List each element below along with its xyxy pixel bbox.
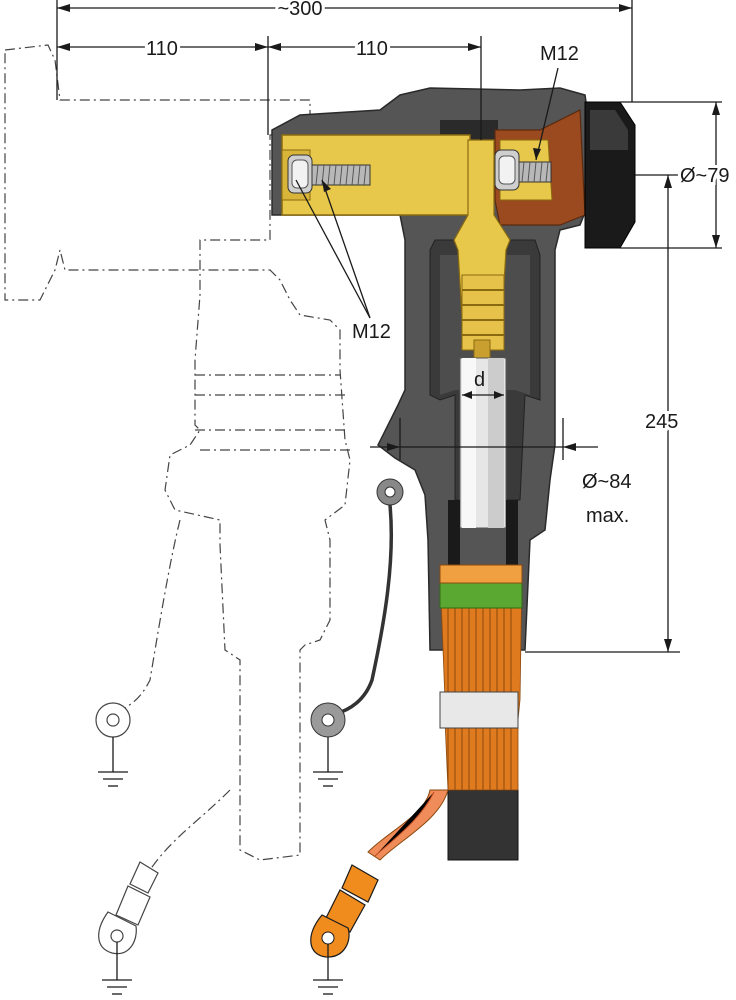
dim-diameter-body-note: max. <box>586 505 629 527</box>
dimensions <box>56 0 722 653</box>
dim-left-span-label: 110 <box>146 38 178 60</box>
earth-lead-grey <box>310 478 404 787</box>
callout-bolt-left: M12 <box>352 321 391 343</box>
callout-bolt-right: M12 <box>540 43 579 65</box>
right-bolt <box>494 149 552 191</box>
dim-right-span-label: 110 <box>356 38 388 60</box>
dim-overall-width-label: ~300 <box>277 0 322 20</box>
dim-height-label: 245 <box>645 411 678 433</box>
ghost-connector <box>4 44 351 995</box>
dim-diameter-body-label: Ø~84 <box>582 471 631 493</box>
dim-diameter-top-label: Ø~79 <box>680 165 729 187</box>
end-cap <box>584 101 636 249</box>
conductor <box>448 357 518 572</box>
cable <box>367 564 523 861</box>
dim-conductor-label: d <box>474 369 485 391</box>
earth-lug-orange <box>310 864 379 995</box>
